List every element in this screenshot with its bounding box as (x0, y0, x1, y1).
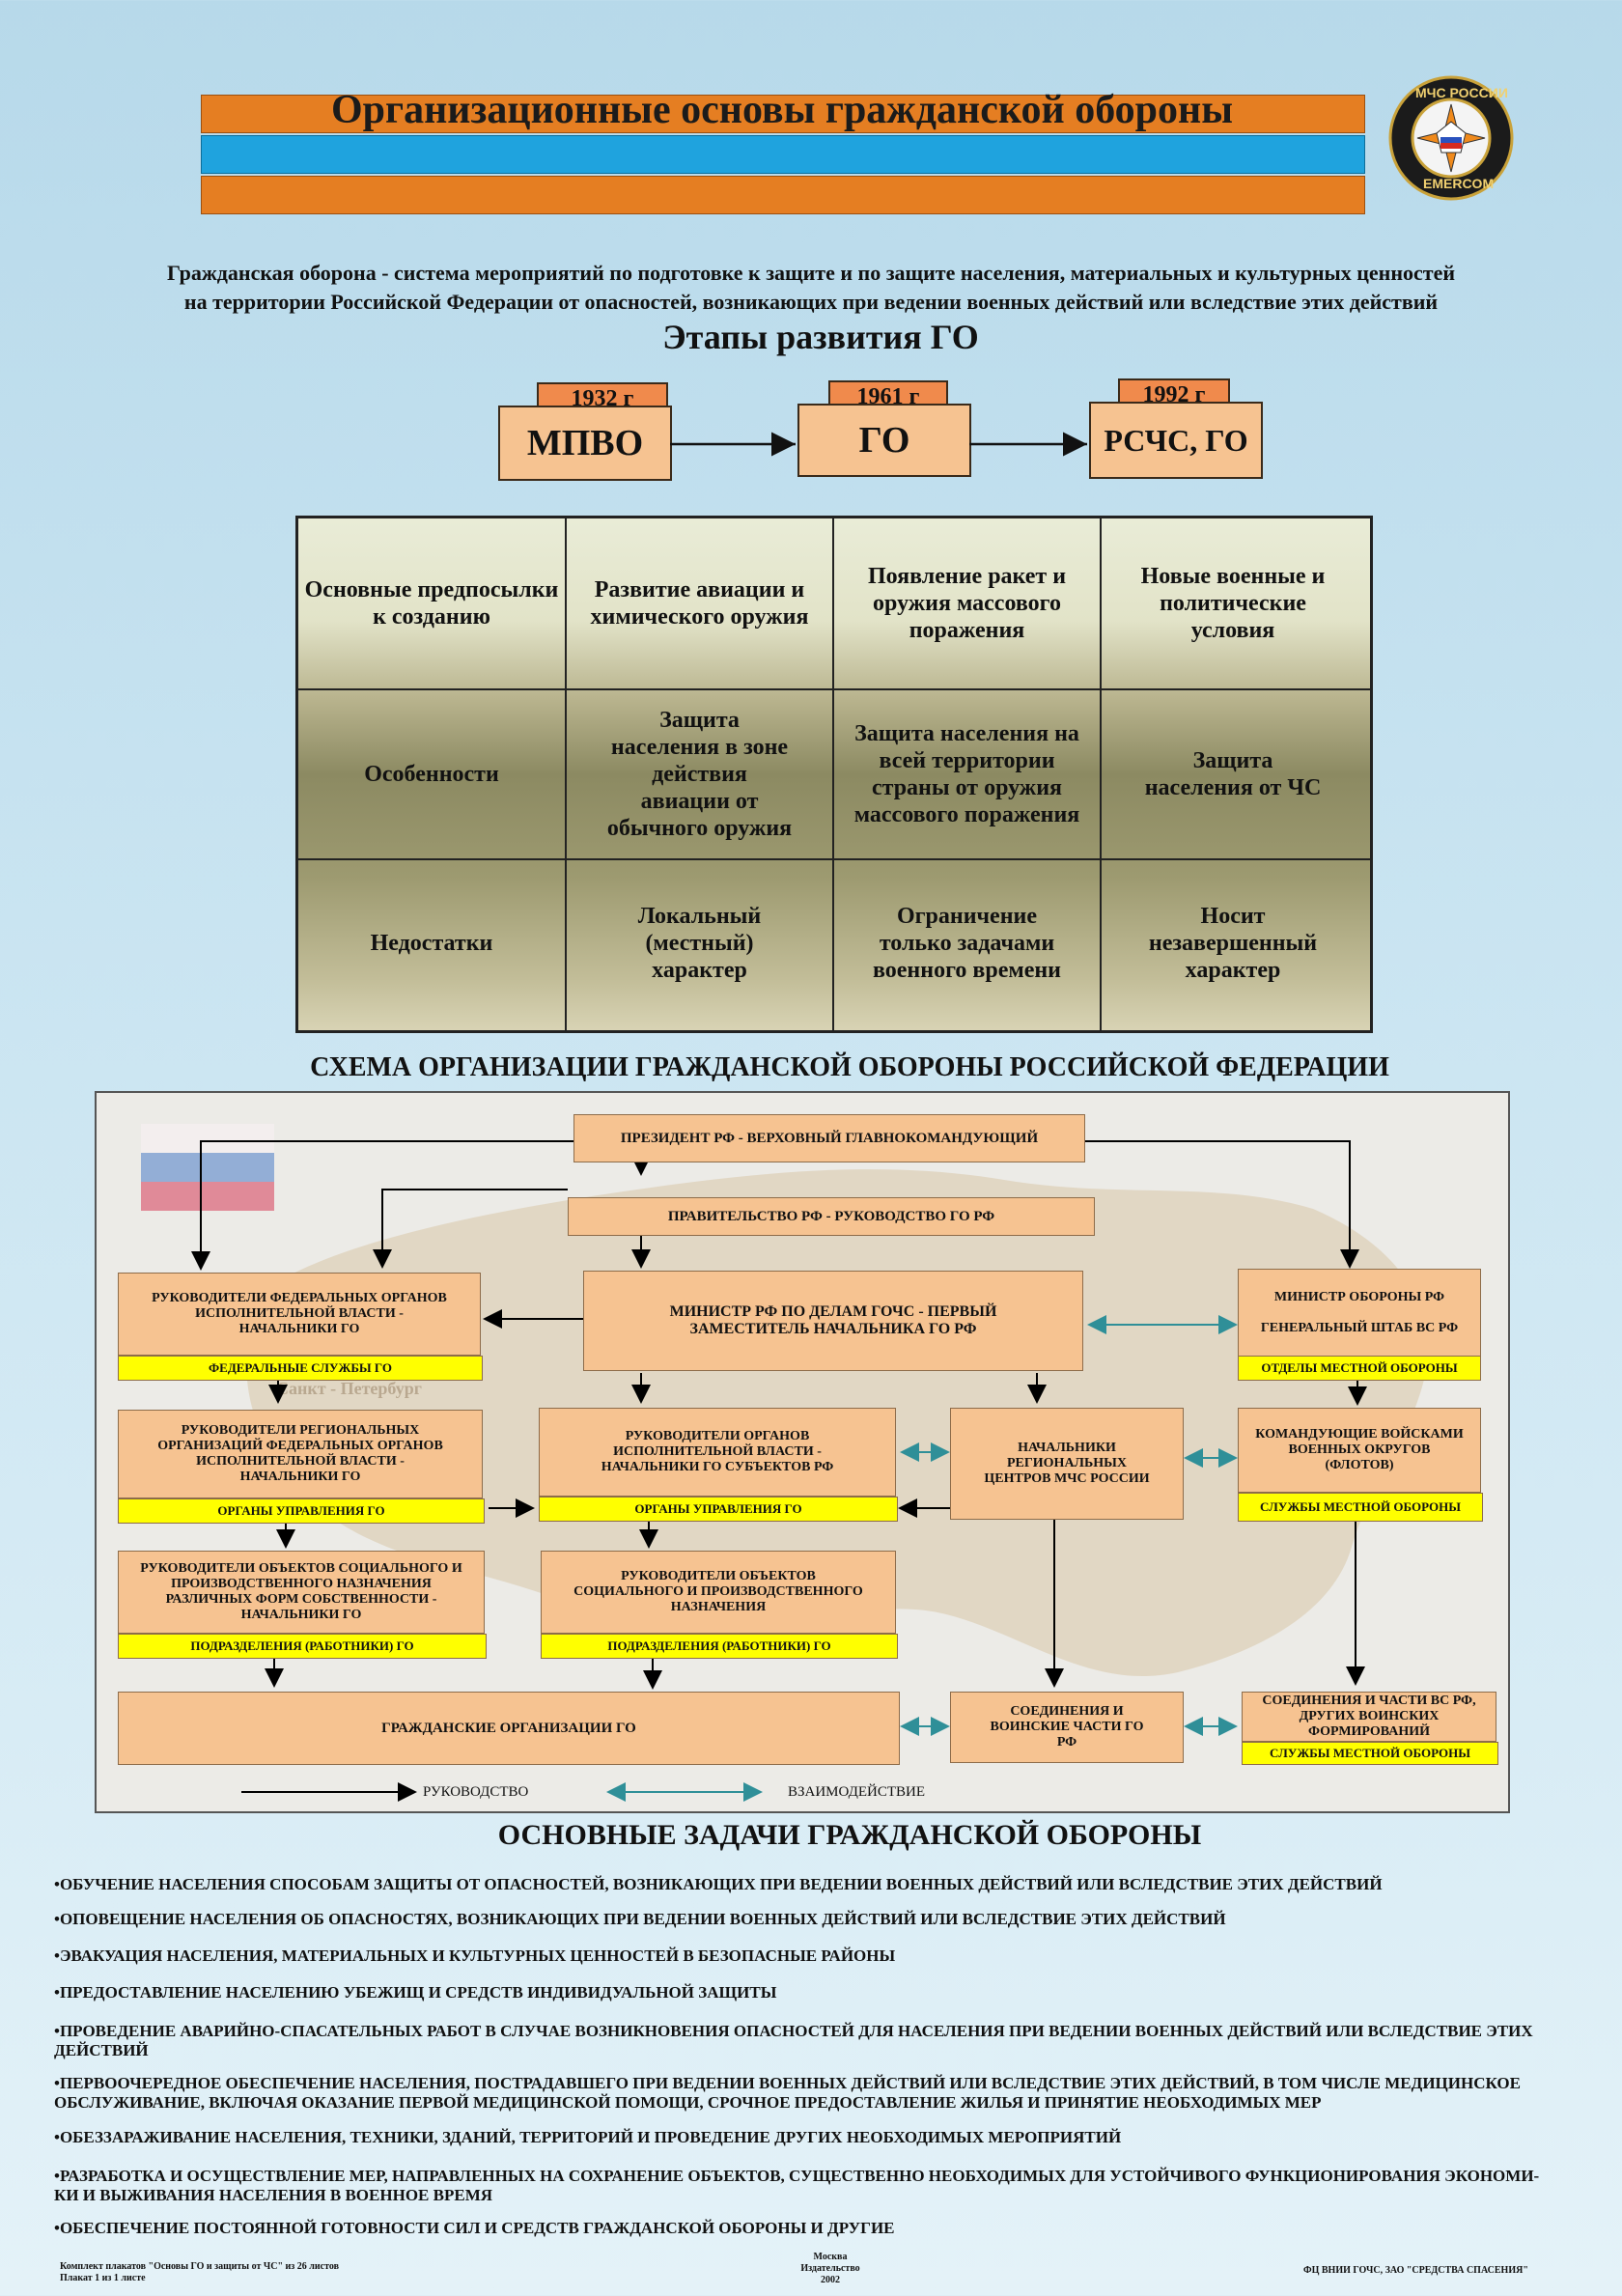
box-federal-heads: РУКОВОДИТЕЛИ ФЕДЕРАЛЬНЫХ ОРГАНОВ ИСПОЛНИ… (118, 1273, 481, 1356)
box-district-commanders: КОМАНДУЮЩИЕ ВОЙСКАМИ ВОЕННЫХ ОКРУГОВ (ФЛ… (1238, 1408, 1481, 1493)
title-band-blue (201, 135, 1365, 174)
table-cell-r3c3: Ограничение только задачами военного вре… (872, 904, 1062, 983)
minister-defense-label: МИНИСТР ОБОРОНЫ РФ (1273, 1290, 1445, 1304)
table-cell-r3c2: Локальный (местный) характер (637, 904, 762, 983)
list-item: •ПРОВЕДЕНИЕ АВАРИЙНО-СПАСАТЕЛЬНЫХ РАБОТ … (54, 2022, 1533, 2059)
box-minister-mchs: МИНИСТР РФ ПО ДЕЛАМ ГОЧС - ПЕРВЫЙ ЗАМЕСТ… (583, 1271, 1083, 1371)
box-regional-centers: НАЧАЛЬНИКИ РЕГИОНАЛЬНЫХ ЦЕНТРОВ МЧС РОСС… (950, 1408, 1184, 1520)
table-cell-r2c4: Защита населения от ЧС (1144, 748, 1322, 800)
box-civil-orgs: ГРАЖДАНСКИЕ ОРГАНИЗАЦИИ ГО (118, 1692, 900, 1765)
table-cell-r1c1: Основные предпосылки к созданию (304, 577, 559, 630)
list-item: •ОПОВЕЩЕНИЕ НАСЕЛЕНИЯ ОБ ОПАСНОСТЯХ, ВОЗ… (54, 1910, 1226, 1928)
box-regional-org-heads: РУКОВОДИТЕЛИ РЕГИОНАЛЬНЫХ ОРГАНИЗАЦИЙ ФЕ… (118, 1410, 483, 1498)
table-cell-r3c1: Недостатки (370, 931, 493, 956)
title-band-orange-bottom (201, 176, 1365, 214)
general-staff-label: ГЕНЕРАЛЬНЫЙ ШТАБ ВС РФ (1260, 1321, 1459, 1335)
go-organization-scheme: Санкт - Петербург (95, 1091, 1510, 1813)
table-cell-r2c2: Защита населения в зоне действия авиации… (606, 708, 793, 841)
box-go-troops: СОЕДИНЕНИЯ И ВОИНСКИЕ ЧАСТИ ГО РФ (950, 1692, 1184, 1763)
legend-interaction-label: ВЗАИМОДЕЙСТВИЕ (788, 1784, 926, 1800)
stage-rschs: РСЧС, ГО (1089, 402, 1263, 479)
bar-federal-services: ФЕДЕРАЛЬНЫЕ СЛУЖБЫ ГО (118, 1356, 483, 1381)
box-armed-forces-units: СОЕДИНЕНИЯ И ЧАСТИ ВС РФ, ДРУГИХ ВОИНСКИ… (1242, 1692, 1496, 1742)
emblem-text-bottom: EMERCOM (1423, 176, 1495, 191)
list-item: •ПЕРВООЧЕРЕДНОЕ ОБЕСПЕЧЕНИЕ НАСЕЛЕНИЯ, П… (54, 2074, 1521, 2112)
box-subject-heads: РУКОВОДИТЕЛИ ОРГАНОВ ИСПОЛНИТЕЛЬНОЙ ВЛАС… (539, 1408, 896, 1497)
stage-mpvo: МПВО (498, 406, 672, 481)
emblem-text-top: МЧС РОССИИ (1415, 85, 1508, 100)
box-minister-defense: МИНИСТР ОБОРОНЫ РФ ГЕНЕРАЛЬНЫЙ ШТАБ ВС Р… (1238, 1269, 1481, 1358)
footer-left: Комплект плакатов "Основы ГО и защиты от… (60, 2261, 340, 2283)
definition-line-2: на территории Российской Федерации от оп… (183, 290, 1439, 314)
stages-table: Основные предпосылки к созданию Развитие… (295, 516, 1373, 1033)
definition-line-1: Гражданская оборона - система мероприяти… (166, 261, 1456, 285)
emercom-emblem-icon: МЧС РОССИИ EMERCOM (1388, 75, 1514, 201)
russian-flag-icon (141, 1124, 274, 1211)
scheme-title: СХЕМА ОРГАНИЗАЦИИ ГРАЖДАНСКОЙ ОБОРОНЫ РО… (310, 1052, 1389, 1082)
box-president: ПРЕЗИДЕНТ РФ - ВЕРХОВНЫЙ ГЛАВНОКОМАНДУЮЩ… (573, 1114, 1085, 1162)
bar-local-defense-depts: ОТДЕЛЫ МЕСТНОЙ ОБОРОНЫ (1238, 1356, 1481, 1381)
stage-go: ГО (797, 404, 971, 477)
footer-right: ФЦ ВНИИ ГОЧС, ЗАО "СРЕДСТВА СПАСЕНИЯ" (1303, 2265, 1528, 2276)
tasks-title: ОСНОВНЫЕ ЗАДАЧИ ГРАЖДАНСКОЙ ОБОРОНЫ (497, 1819, 1202, 1851)
table-cell-r2c1: Особенности (364, 762, 499, 787)
bar-units-2: ПОДРАЗДЕЛЕНИЯ (РАБОТНИКИ) ГО (541, 1634, 898, 1659)
list-item: •ОБЕСПЕЧЕНИЕ ПОСТОЯННОЙ ГОТОВНОСТИ СИЛ И… (54, 2219, 895, 2237)
stages-title: Этапы развития ГО (662, 318, 979, 356)
table-cell-r1c3: Появление ракет и оружия массового пораж… (867, 564, 1067, 643)
box-government: ПРАВИТЕЛЬСТВО РФ - РУКОВОДСТВО ГО РФ (568, 1197, 1095, 1236)
title-band-orange-top (201, 95, 1365, 133)
bar-go-bodies-2: ОРГАНЫ УПРАВЛЕНИЯ ГО (539, 1497, 898, 1522)
box-objects-social: РУКОВОДИТЕЛИ ОБЪЕКТОВ СОЦИАЛЬНОГО И ПРОИ… (541, 1551, 896, 1634)
footer-center: Москва Издательство 2002 (800, 2252, 860, 2285)
bar-units-1: ПОДРАЗДЕЛЕНИЯ (РАБОТНИКИ) ГО (118, 1634, 487, 1659)
table-cell-r1c4: Новые военные и политические условия (1140, 564, 1326, 643)
list-item: •ОБЕЗЗАРАЖИВАНИЕ НАСЕЛЕНИЯ, ТЕХНИКИ, ЗДА… (54, 2128, 1122, 2146)
list-item: •РАЗРАБОТКА И ОСУЩЕСТВЛЕНИЕ МЕР, НАПРАВЛ… (54, 2167, 1540, 2204)
list-item: •ЭВАКУАЦИЯ НАСЕЛЕНИЯ, МАТЕРИАЛЬНЫХ И КУЛ… (54, 1946, 896, 1965)
table-cell-r2c3: Защита населения на всей территории стра… (853, 721, 1080, 827)
stage-arrows (670, 432, 1087, 457)
map-label-spb: Санкт - Петербург (276, 1379, 422, 1398)
table-cell-r1c2: Развитие авиации и химического оружия (590, 577, 809, 630)
box-objects-any-form: РУКОВОДИТЕЛИ ОБЪЕКТОВ СОЦИАЛЬНОГО И ПРОИ… (118, 1551, 485, 1634)
bar-go-bodies-1: ОРГАНЫ УПРАВЛЕНИЯ ГО (118, 1498, 485, 1524)
definition: Гражданская оборона - система мероприяти… (39, 259, 1583, 317)
list-item: •ОБУЧЕНИЕ НАСЕЛЕНИЯ СПОСОБАМ ЗАЩИТЫ ОТ О… (54, 1875, 1383, 1893)
legend-command-label: РУКОВОДСТВО (423, 1784, 529, 1800)
page-title: Организационные основы гражданской оборо… (331, 88, 1233, 132)
bar-local-defense-services-1: СЛУЖБЫ МЕСТНОЙ ОБОРОНЫ (1238, 1493, 1483, 1522)
table-cell-r3c4: Носит незавершенный характер (1148, 904, 1318, 983)
bar-local-defense-services-2: СЛУЖБЫ МЕСТНОЙ ОБОРОНЫ (1242, 1742, 1498, 1765)
list-item: •ПРЕДОСТАВЛЕНИЕ НАСЕЛЕНИЮ УБЕЖИЩ И СРЕДС… (54, 1983, 777, 2002)
